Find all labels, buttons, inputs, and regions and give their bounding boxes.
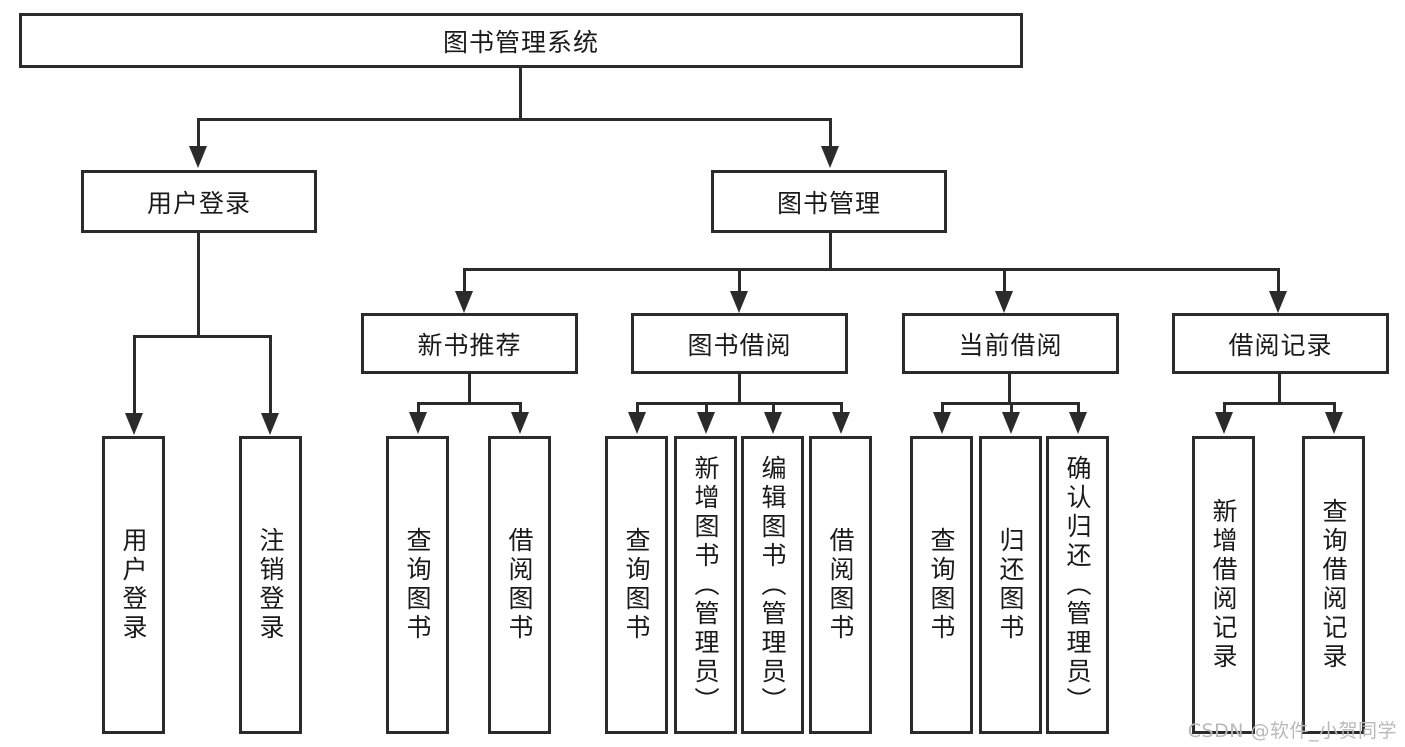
connector-drop-user-login-leaf-1 — [133, 335, 136, 415]
connector-borrow-record-bus — [1224, 402, 1336, 405]
leaf-bb-add-book-admin[interactable]: 新增图书（管理员） — [674, 436, 737, 734]
node-user-login[interactable]: 用户登录 — [81, 170, 317, 233]
node-label: 查询图书 — [927, 527, 956, 643]
arrowhead-book-borrow — [730, 291, 748, 313]
arrowhead-bb-leaf-3 — [764, 412, 782, 434]
node-label: 当前借阅 — [958, 330, 1063, 360]
node-label: 查询图书 — [622, 527, 651, 643]
node-book-management[interactable]: 图书管理 — [711, 170, 947, 233]
connector-drop-bb-leaf-4 — [840, 402, 843, 414]
node-new-book-recommend[interactable]: 新书推荐 — [361, 313, 578, 374]
node-label: 图书借阅 — [687, 330, 792, 360]
leaf-nbr-query-book[interactable]: 查询图书 — [386, 436, 449, 734]
connector-new-book-recommend-stem — [468, 374, 471, 404]
arrowhead-br-leaf-2 — [1325, 412, 1343, 434]
connector-new-book-recommend-bus — [418, 402, 522, 405]
leaf-br-query-record[interactable]: 查询借阅记录 — [1302, 436, 1365, 734]
node-label: 借阅图书 — [505, 527, 534, 643]
arrowhead-user-login — [189, 146, 207, 168]
connector-book-borrow-bus — [637, 402, 843, 405]
connector-book-borrow-stem — [738, 374, 741, 404]
arrowhead-new-book-recommend — [455, 291, 473, 313]
arrowhead-user-login-leaf-2 — [261, 413, 279, 435]
node-label: 新增借阅记录 — [1209, 498, 1238, 672]
node-book-borrow[interactable]: 图书借阅 — [631, 313, 848, 374]
node-label: 新增图书（管理员） — [691, 454, 720, 716]
connector-drop-cb-leaf-3 — [1077, 402, 1080, 414]
node-label: 用户登录 — [146, 188, 251, 218]
leaf-bb-edit-book-admin[interactable]: 编辑图书（管理员） — [741, 436, 804, 734]
leaf-br-add-record[interactable]: 新增借阅记录 — [1192, 436, 1255, 734]
leaf-cb-query-book[interactable]: 查询图书 — [910, 436, 973, 734]
arrowhead-book-management — [821, 146, 839, 168]
arrowhead-cb-leaf-1 — [933, 412, 951, 434]
connector-drop-bb-leaf-1 — [636, 402, 639, 414]
node-label: 用户登录 — [119, 527, 148, 643]
arrowhead-cb-leaf-3 — [1069, 412, 1087, 434]
node-borrow-record[interactable]: 借阅记录 — [1172, 313, 1389, 374]
leaf-logout[interactable]: 注销登录 — [239, 436, 302, 734]
connector-drop-book-borrow — [738, 268, 741, 293]
connector-level3-bus — [464, 268, 1280, 271]
node-label: 查询图书 — [403, 527, 432, 643]
connector-borrow-record-stem — [1278, 374, 1281, 404]
leaf-nbr-borrow-book[interactable]: 借阅图书 — [488, 436, 551, 734]
connector-level2-bus — [198, 118, 832, 121]
connector-drop-user-login — [197, 118, 200, 148]
arrowhead-cb-leaf-2 — [1002, 412, 1020, 434]
node-label: 编辑图书（管理员） — [758, 454, 787, 716]
connector-drop-nbr-leaf-2 — [519, 402, 522, 414]
leaf-user-login[interactable]: 用户登录 — [102, 436, 165, 734]
connector-current-borrow-stem — [1008, 374, 1011, 404]
connector-drop-book-management — [829, 118, 832, 148]
connector-drop-cb-leaf-2 — [1010, 402, 1013, 414]
arrowhead-bb-leaf-1 — [628, 412, 646, 434]
connector-drop-nbr-leaf-1 — [417, 402, 420, 414]
arrowhead-br-leaf-1 — [1215, 412, 1233, 434]
node-label: 新书推荐 — [417, 330, 522, 360]
arrowhead-bb-leaf-4 — [832, 412, 850, 434]
leaf-bb-borrow-book[interactable]: 借阅图书 — [809, 436, 872, 734]
connector-root-stem — [519, 68, 522, 120]
connector-book-management-stem — [829, 233, 832, 270]
node-label: 注销登录 — [256, 527, 285, 643]
connector-drop-user-login-leaf-2 — [269, 335, 272, 415]
connector-drop-borrow-record — [1277, 268, 1280, 293]
node-label: 查询借阅记录 — [1319, 498, 1348, 672]
arrowhead-bb-leaf-2 — [697, 412, 715, 434]
connector-user-login-stem — [197, 233, 200, 337]
connector-drop-cb-leaf-1 — [941, 402, 944, 414]
node-label: 确认归还（管理员） — [1063, 454, 1092, 716]
connector-drop-new-book-recommend — [463, 268, 466, 293]
connector-drop-bb-leaf-3 — [772, 402, 775, 414]
leaf-bb-query-book[interactable]: 查询图书 — [605, 436, 668, 734]
node-label: 图书管理 — [776, 188, 881, 218]
arrowhead-borrow-record — [1269, 291, 1287, 313]
arrowhead-nbr-leaf-1 — [409, 412, 427, 434]
connector-drop-br-leaf-2 — [1333, 402, 1336, 414]
node-label: 借阅图书 — [826, 527, 855, 643]
leaf-cb-return-book[interactable]: 归还图书 — [979, 436, 1042, 734]
connector-drop-bb-leaf-2 — [705, 402, 708, 414]
node-label: 借阅记录 — [1228, 330, 1333, 360]
node-current-borrow[interactable]: 当前借阅 — [902, 313, 1119, 374]
connector-drop-current-borrow — [1003, 268, 1006, 293]
connector-drop-br-leaf-1 — [1223, 402, 1226, 414]
arrowhead-user-login-leaf-1 — [125, 413, 143, 435]
node-label: 归还图书 — [996, 527, 1025, 643]
arrowhead-nbr-leaf-2 — [511, 412, 529, 434]
leaf-cb-confirm-return-admin[interactable]: 确认归还（管理员） — [1046, 436, 1109, 734]
connector-user-login-bus — [134, 335, 271, 338]
watermark: CSDN @软件_小贺同学 — [1187, 720, 1397, 742]
node-label: 图书管理系统 — [442, 27, 599, 57]
arrowhead-current-borrow — [995, 291, 1013, 313]
node-root-book-management-system[interactable]: 图书管理系统 — [19, 13, 1023, 68]
